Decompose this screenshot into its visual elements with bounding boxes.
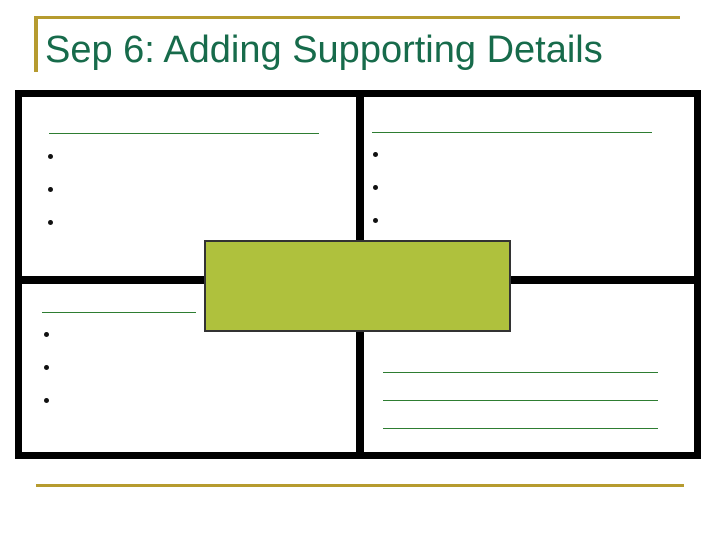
bullet-dot bbox=[48, 187, 53, 192]
top-right-heading-rule bbox=[372, 132, 652, 133]
top-left-heading-rule bbox=[49, 133, 319, 134]
bullet-dot bbox=[44, 332, 49, 337]
writing-line bbox=[383, 428, 658, 429]
top-right-bullet-list bbox=[373, 152, 378, 223]
bullet-dot bbox=[44, 398, 49, 403]
writing-line bbox=[383, 372, 658, 373]
bullet-dot bbox=[373, 185, 378, 190]
bullet-dot bbox=[44, 365, 49, 370]
bullet-dot bbox=[48, 220, 53, 225]
bottom-left-bullet-list bbox=[44, 332, 49, 403]
bottom-right-writing-lines bbox=[383, 372, 658, 429]
writing-line bbox=[383, 400, 658, 401]
bullet-dot bbox=[373, 152, 378, 157]
bullet-dot bbox=[48, 154, 53, 159]
slide-title: Sep 6: Adding Supporting Details bbox=[45, 29, 603, 71]
bottom-accent-line bbox=[36, 484, 684, 487]
callout-box bbox=[204, 240, 511, 332]
left-accent-bar bbox=[34, 16, 38, 72]
bullet-dot bbox=[373, 218, 378, 223]
top-accent-line bbox=[34, 16, 680, 19]
bottom-left-heading-rule bbox=[42, 312, 196, 313]
top-left-bullet-list bbox=[48, 154, 53, 225]
